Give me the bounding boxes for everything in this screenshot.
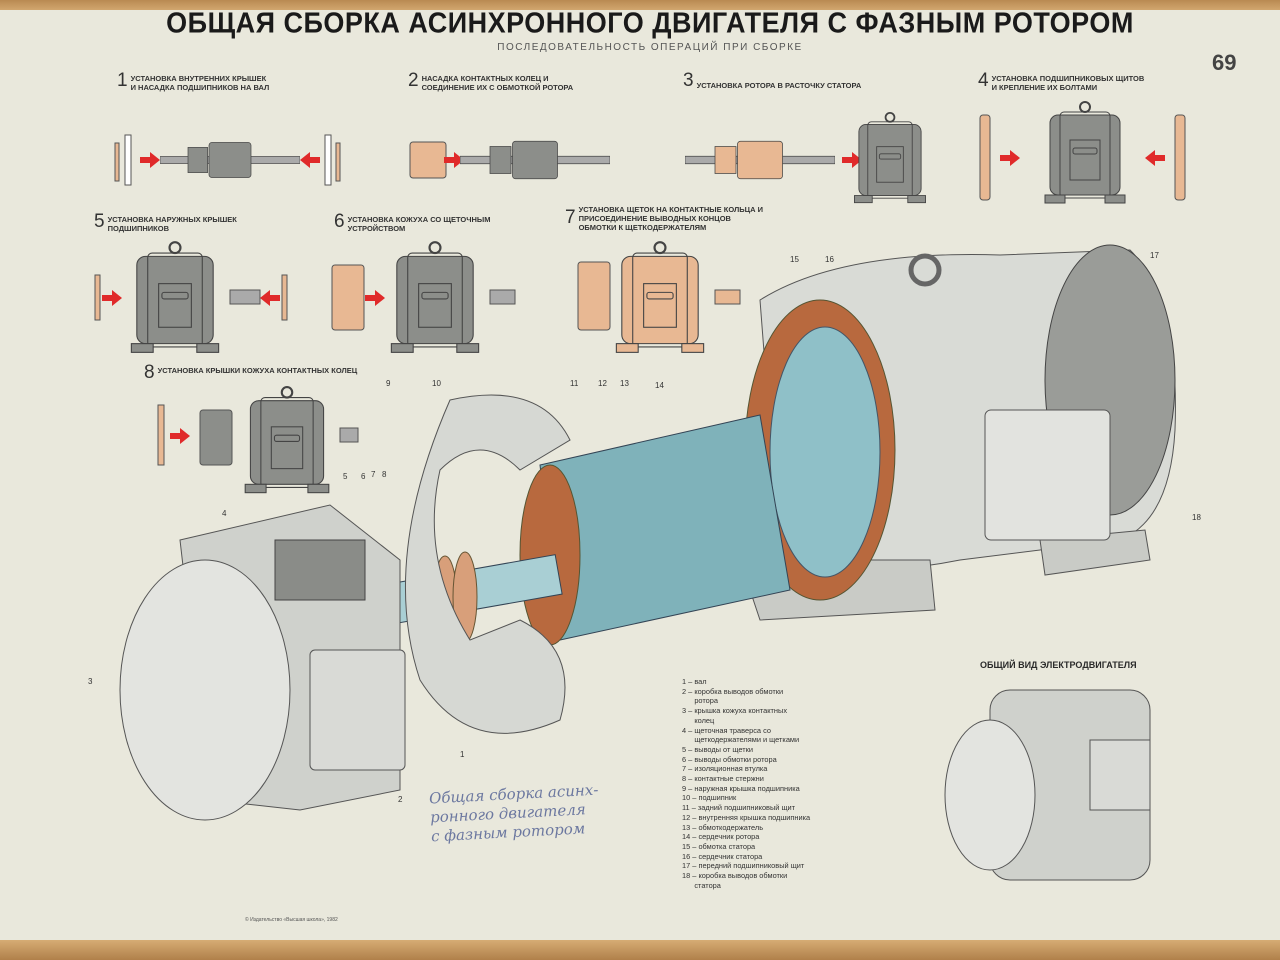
step-5-illustration: [94, 240, 288, 354]
callout-10: 10: [432, 379, 441, 388]
step-label: Насадка контактных колец и соединение их…: [421, 74, 574, 92]
callout-labels: 1 2 3 4 5 6 7 8 9 10 11 12 13 14 15 16 1…: [88, 251, 1201, 804]
legend-item: 15 – обмотка статора: [682, 841, 756, 851]
legend-item: 6 – выводы обмотки ротора: [682, 754, 777, 764]
step-number: 4: [978, 70, 989, 91]
step-label: Установка крышки кожуха контактных колец: [157, 366, 358, 375]
legend-item: 18 – коробка выводов обмотки статора: [682, 871, 788, 890]
step-1: 1Установка внутренних крышек и насадка п…: [117, 70, 270, 92]
slip-ring-housing: [119, 504, 406, 821]
overview-title: ОБЩИЙ ВИД ЭЛЕКТРОДВИГАТЕЛЯ: [980, 660, 1137, 670]
callout-7: 7: [371, 470, 376, 479]
step-6-illustration: [331, 240, 516, 354]
step-label: Установка внутренних крышек и насадка по…: [130, 74, 270, 92]
poster-subtitle: ПОСЛЕДОВАТЕЛЬНОСТЬ ОПЕРАЦИЙ ПРИ СБОРКЕ: [497, 42, 803, 53]
footer-publisher: © Издательство «Высшая школа», 1982: [245, 917, 338, 923]
step-label: Установка наружных крышек подшипников: [107, 215, 237, 233]
callout-2: 2: [398, 795, 403, 804]
step-6: 6Установка кожуха со щеточным устройство…: [334, 211, 491, 233]
callout-15: 15: [790, 255, 799, 264]
step-label: Установка кожуха со щеточным устройством: [347, 215, 491, 233]
step-4: 4Установка подшипниковых щитов и креплен…: [978, 70, 1145, 92]
legend-item: 5 – выводы от щетки: [682, 744, 754, 754]
step-number: 2: [408, 70, 419, 91]
legend-item: 11 – задний подшипниковый щит: [682, 803, 796, 813]
step-7-illustration: [577, 240, 741, 354]
step-3: 3Установка ротора в расточку статора: [683, 70, 862, 91]
callout-6: 6: [361, 472, 366, 481]
callout-3: 3: [88, 677, 93, 686]
callout-1: 1: [460, 750, 465, 759]
legend-item: 3 – крышка кожуха контактных колец: [682, 706, 788, 725]
step-number: 6: [334, 211, 345, 232]
step-label: Установка подшипниковых щитов и креплени…: [991, 74, 1145, 92]
callout-14: 14: [655, 381, 664, 390]
rear-bearing-shield: [405, 394, 571, 734]
step-2-illustration: [409, 140, 610, 180]
step-number: 3: [683, 70, 694, 91]
callout-13: 13: [620, 379, 629, 388]
step-4-illustration: [979, 101, 1186, 204]
stator-housing: [744, 244, 1176, 621]
handwritten-note: Общая сборка асинх- ронного двигателя с …: [428, 780, 599, 846]
wooden-frame-top: [0, 0, 1280, 12]
step-8: 8Установка крышки кожуха контактных коле…: [144, 362, 358, 383]
step-number: 1: [117, 70, 128, 91]
step-7: 7Установка щеток на контактные кольца и …: [565, 203, 763, 232]
step-8-illustration: [157, 385, 359, 494]
legend-item: 1 – вал: [682, 677, 707, 686]
callout-11: 11: [570, 379, 579, 388]
callout-18: 18: [1192, 513, 1201, 522]
step-number: 7: [565, 207, 576, 228]
legend-item: 4 – щеточная траверса со щеткодержателям…: [682, 725, 800, 745]
legend-item: 14 – сердечник ротора: [682, 832, 760, 842]
legend-item: 7 – изоляционная втулка: [682, 764, 768, 774]
legend-item: 2 – коробка выводов обмотки ротора: [682, 686, 784, 706]
legend-item: 10 – подшипник: [682, 793, 737, 803]
exploded-motor-view: [119, 244, 1176, 821]
callout-5: 5: [343, 472, 348, 481]
legend-item: 12 – внутренняя крышка подшипника: [682, 812, 811, 822]
rotor: [377, 414, 791, 651]
poster-title: ОБЩАЯ СБОРКА АСИНХРОННОГО ДВИГАТЕЛЯ С ФА…: [166, 7, 1134, 39]
step-2: 2Насадка контактных колец и соединение и…: [408, 70, 574, 92]
callout-8: 8: [382, 470, 387, 479]
legend-item: 16 – сердечник статора: [682, 851, 763, 861]
legend-item: 17 – передний подшипниковый щит: [682, 861, 805, 871]
step-label: Установка ротора в расточку статора: [696, 81, 862, 90]
legend-item: 9 – наружная крышка подшипника: [682, 783, 800, 793]
step-3-illustration: [685, 111, 927, 204]
step-5: 5Установка наружных крышек подшипников: [94, 211, 237, 233]
callout-4: 4: [222, 509, 227, 518]
callout-17: 17: [1150, 251, 1159, 260]
callout-16: 16: [825, 255, 834, 264]
callout-9: 9: [386, 379, 391, 388]
step-label: Установка щеток на контактные кольца и п…: [578, 205, 763, 232]
callout-12: 12: [598, 379, 607, 388]
wooden-frame-bottom: [0, 940, 1280, 960]
step-number: 8: [144, 362, 155, 383]
legend-item: 13 – обмоткодержатель: [682, 822, 764, 832]
overview-motor: [944, 689, 1151, 881]
step-1-illustration: [114, 134, 341, 186]
step-number: 5: [94, 211, 105, 232]
poster-number: 69: [1212, 50, 1237, 75]
legend-item: 8 – контактные стержни: [682, 774, 764, 784]
